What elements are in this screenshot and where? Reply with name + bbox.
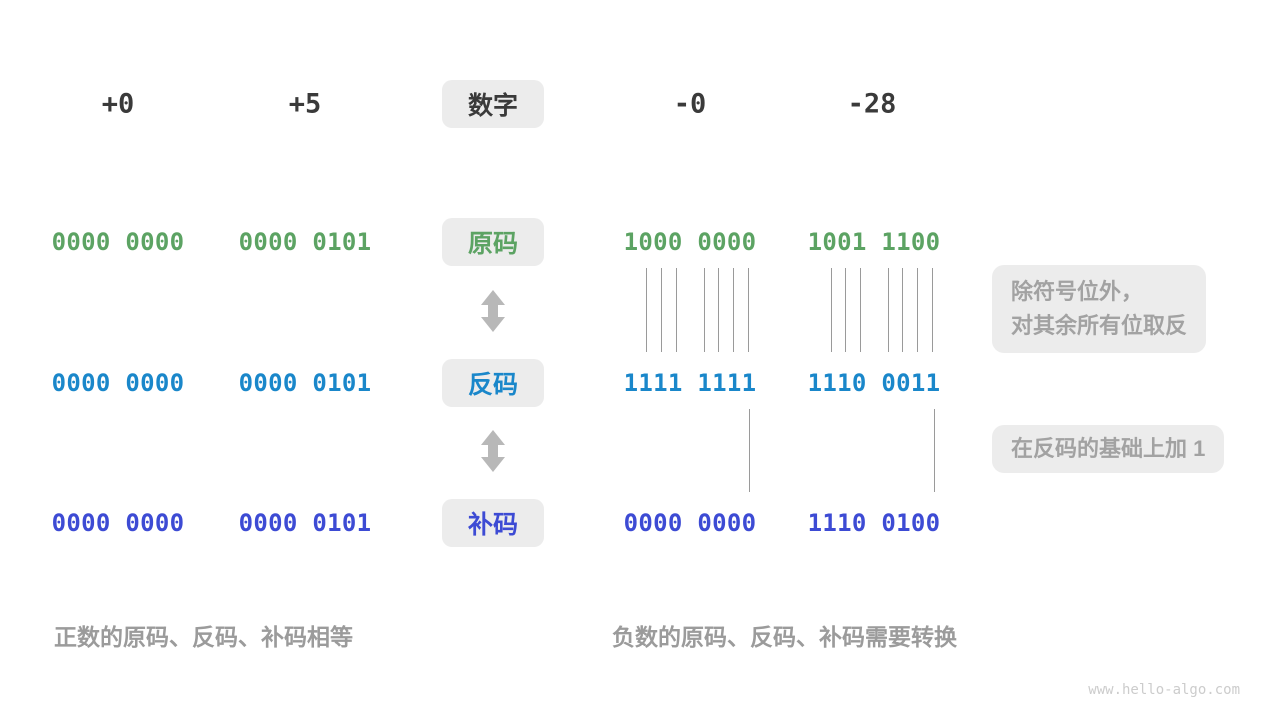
bit-flip-line <box>646 268 647 352</box>
up-down-arrow-icon <box>481 430 505 472</box>
caption-negative: 负数的原码、反码、补码需要转换 <box>612 624 957 650</box>
badge-ones-complement: 反码 <box>442 359 544 407</box>
bit-flip-line <box>917 268 918 352</box>
note-add-one: 在反码的基础上加 1 <box>992 425 1225 473</box>
bit-flip-line <box>932 268 933 352</box>
ones-complement-plus0: 0000 0000 <box>51 369 185 397</box>
sign-magnitude-minus28: 1001 1100 <box>807 228 941 256</box>
sign-magnitude-minus0: 1000 0000 <box>623 228 757 256</box>
sign-magnitude-plus5: 0000 0101 <box>238 228 372 256</box>
bit-flip-line <box>661 268 662 352</box>
badge-twos-complement: 补码 <box>442 499 544 547</box>
bit-flip-line <box>704 268 705 352</box>
bit-flip-line <box>902 268 903 352</box>
twos-complement-minus0: 0000 0000 <box>623 509 757 537</box>
bit-flip-line <box>676 268 677 352</box>
header-plus5: +5 <box>288 88 322 120</box>
header-plus0: +0 <box>101 88 135 120</box>
ones-complement-plus5: 0000 0101 <box>238 369 372 397</box>
header-minus0: -0 <box>673 88 707 120</box>
badge-number: 数字 <box>442 80 544 128</box>
caption-positive: 正数的原码、反码、补码相等 <box>54 624 353 650</box>
bit-flip-line <box>748 268 749 352</box>
bit-flip-line <box>718 268 719 352</box>
carry-line-neg28 <box>934 409 935 492</box>
note-flip-line1: 除符号位外， <box>1011 279 1144 304</box>
note-flip-line2: 对其余所有位取反 <box>1011 313 1188 338</box>
twos-complement-plus0: 0000 0000 <box>51 509 185 537</box>
bit-flip-line <box>888 268 889 352</box>
badge-sign-magnitude: 原码 <box>442 218 544 266</box>
bit-flip-line <box>845 268 846 352</box>
carry-line-neg0 <box>749 409 750 492</box>
ones-complement-minus28: 1110 0011 <box>807 369 941 397</box>
note-flip-bits: 除符号位外， 对其余所有位取反 <box>992 265 1207 353</box>
header-minus28: -28 <box>847 88 897 120</box>
bit-flip-line <box>860 268 861 352</box>
twos-complement-plus5: 0000 0101 <box>238 509 372 537</box>
watermark: www.hello-algo.com <box>1088 682 1240 698</box>
bit-flip-line <box>831 268 832 352</box>
ones-complement-minus0: 1111 1111 <box>623 369 757 397</box>
sign-magnitude-plus0: 0000 0000 <box>51 228 185 256</box>
bit-flip-line <box>733 268 734 352</box>
twos-complement-minus28: 1110 0100 <box>807 509 941 537</box>
up-down-arrow-icon <box>481 290 505 332</box>
